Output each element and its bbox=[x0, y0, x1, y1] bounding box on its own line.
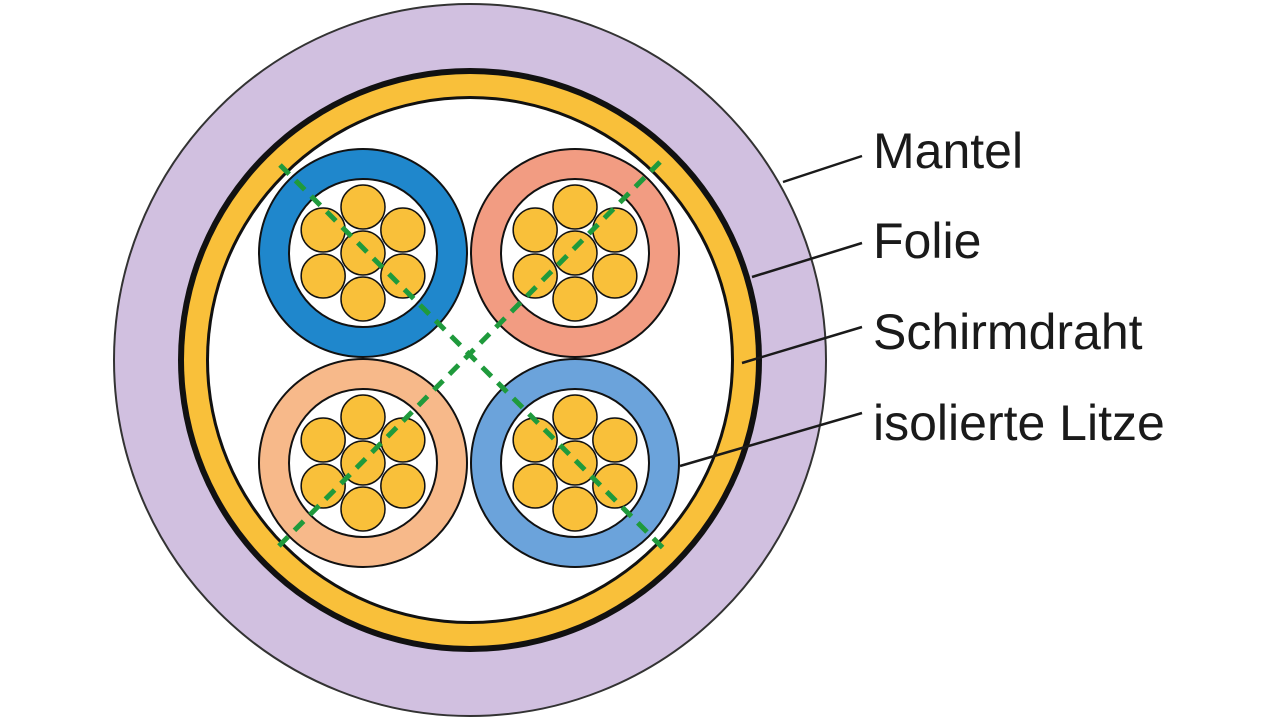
core-top-right-strand-7 bbox=[592, 207, 638, 253]
drain-wire-diagonal-1 bbox=[278, 163, 667, 552]
core-bottom-left-strand-2 bbox=[380, 463, 426, 509]
inner-space bbox=[209, 99, 731, 621]
drain-wire-diagonal-2 bbox=[273, 160, 662, 552]
leader-line-foil bbox=[751, 241, 863, 279]
core-bottom-left-strand-7 bbox=[380, 417, 426, 463]
core-top-right-strand-6 bbox=[552, 184, 598, 230]
core-bottom-right-strand-2 bbox=[592, 463, 638, 509]
core-bottom-left-strand-5 bbox=[300, 417, 346, 463]
core-top-left-strand-2 bbox=[380, 253, 426, 299]
core-top-right-strand-5 bbox=[512, 207, 558, 253]
leader-line-jacket bbox=[782, 154, 863, 184]
core-top-right-strand-3 bbox=[552, 276, 598, 322]
core-bottom-right-strand-4 bbox=[512, 463, 558, 509]
core-top-right-strand-1 bbox=[552, 230, 598, 276]
core-bottom-right-strand-3 bbox=[552, 486, 598, 532]
core-bottom-right-strand-5 bbox=[512, 417, 558, 463]
core-top-left-strand-7 bbox=[380, 207, 426, 253]
core-bottom-left-strand-3 bbox=[340, 486, 386, 532]
leader-line-drain-wire bbox=[741, 325, 863, 365]
core-bottom-right-strand-7 bbox=[592, 417, 638, 463]
core-top-left-strand-4 bbox=[300, 253, 346, 299]
leader-line-insulated-strand bbox=[679, 411, 863, 468]
core-top-left bbox=[258, 148, 468, 358]
core-bottom-left-strand-6 bbox=[340, 394, 386, 440]
core-top-left-strand-6 bbox=[340, 184, 386, 230]
core-bottom-left-strand-4 bbox=[300, 463, 346, 509]
core-top-right-strand-2 bbox=[592, 253, 638, 299]
core-bottom-right-strand-6 bbox=[552, 394, 598, 440]
core-top-right-strand-4 bbox=[512, 253, 558, 299]
core-top-left-strand-1 bbox=[340, 230, 386, 276]
core-top-left-strand-3 bbox=[340, 276, 386, 322]
label-insulated-strand: isolierte Litze bbox=[873, 395, 1165, 451]
label-drain-wire: Schirmdraht bbox=[873, 304, 1143, 360]
core-top-left-strand-5 bbox=[300, 207, 346, 253]
core-top-right bbox=[470, 148, 680, 358]
label-foil: Folie bbox=[873, 213, 981, 269]
label-jacket: Mantel bbox=[873, 123, 1023, 179]
